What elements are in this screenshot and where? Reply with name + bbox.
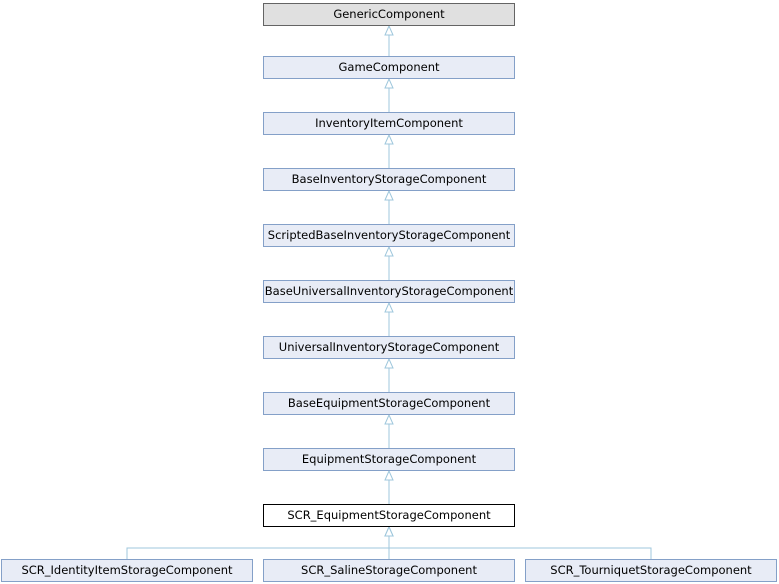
class-node-scr-saline-storage-component[interactable]: SCR_SalineStorageComponent <box>263 559 515 582</box>
class-node-universal-inventory-storage-component[interactable]: UniversalInventoryStorageComponent <box>263 336 515 359</box>
class-node-inventory-item-component[interactable]: InventoryItemComponent <box>263 112 515 135</box>
arrowhead <box>384 301 394 313</box>
class-node-equipment-storage-component[interactable]: EquipmentStorageComponent <box>263 448 515 471</box>
class-node-scr-identity-item-storage-component[interactable]: SCR_IdentityItemStorageComponent <box>1 559 253 582</box>
arrowhead <box>384 357 394 369</box>
arrowhead <box>384 413 394 425</box>
arrowhead <box>384 245 394 257</box>
arrowhead <box>384 133 394 145</box>
class-node-base-universal-inventory-storage-component[interactable]: BaseUniversalInventoryStorageComponent <box>263 280 515 303</box>
class-node-game-component[interactable]: GameComponent <box>263 56 515 79</box>
arrowhead <box>384 24 394 36</box>
class-node-scr-equipment-storage-component[interactable]: SCR_EquipmentStorageComponent <box>263 504 515 527</box>
edge-line <box>388 536 652 559</box>
class-node-scripted-base-inventory-storage-component[interactable]: ScriptedBaseInventoryStorageComponent <box>263 224 515 247</box>
class-node-generic-component[interactable]: GenericComponent <box>263 3 515 26</box>
edge-line <box>126 536 390 559</box>
class-node-base-inventory-storage-component[interactable]: BaseInventoryStorageComponent <box>263 168 515 191</box>
arrowhead <box>384 469 394 481</box>
arrowhead <box>384 525 394 537</box>
arrowhead <box>384 77 394 89</box>
arrowhead <box>384 189 394 201</box>
class-node-base-equipment-storage-component[interactable]: BaseEquipmentStorageComponent <box>263 392 515 415</box>
class-node-scr-tourniquet-storage-component[interactable]: SCR_TourniquetStorageComponent <box>525 559 777 582</box>
